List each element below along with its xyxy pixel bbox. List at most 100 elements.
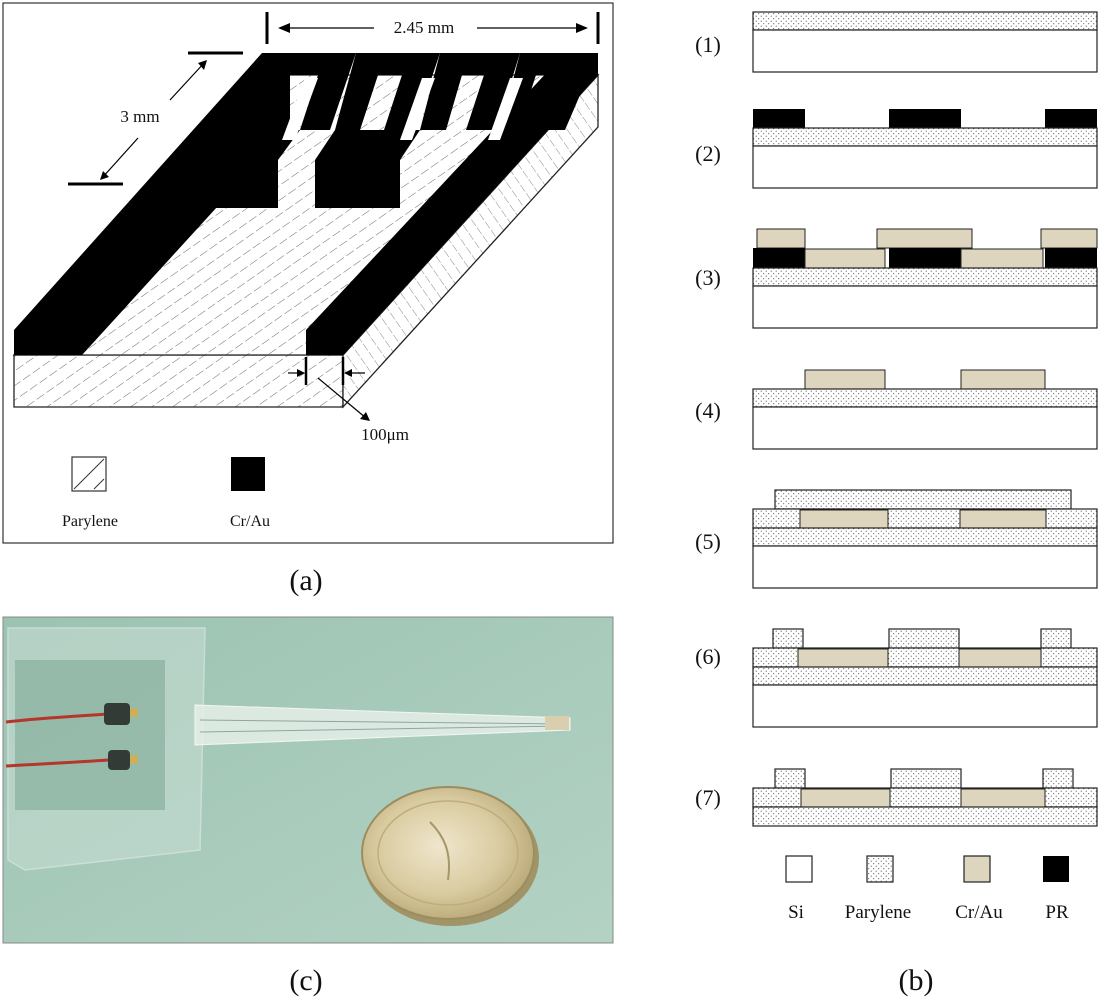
cr-au-layer — [756, 228, 806, 249]
coin-rim — [377, 800, 519, 906]
cr-au-layer — [958, 648, 1042, 668]
electrode-serpentine-4 — [500, 53, 598, 130]
parylene-layer — [752, 11, 1098, 31]
dim-gap-leader — [317, 377, 367, 419]
cr-au-layer — [959, 509, 1047, 529]
parylene-block — [774, 768, 806, 789]
electrode-pad-left — [208, 160, 278, 208]
solder-top — [130, 708, 138, 717]
dim-length-arrow-bottom — [100, 171, 109, 180]
white-square-icon — [785, 855, 813, 883]
step-5 — [752, 489, 1098, 589]
cr-au-layer — [960, 369, 1046, 390]
dim-length-arrow-top — [198, 60, 207, 70]
step-label-5: (5) — [695, 529, 721, 554]
legend-b-label-0: Si — [788, 902, 804, 923]
electrode-serpentine-1 — [262, 53, 356, 130]
film-tint — [15, 660, 165, 810]
slab-front-face — [13, 354, 344, 408]
dim-length-line-bottom — [101, 137, 139, 179]
serpentine-slit-2 — [400, 78, 435, 140]
cr-au-layer — [1040, 228, 1098, 249]
parylene-block — [890, 768, 962, 789]
si-substrate — [752, 29, 1098, 73]
dim-length-line-top — [169, 61, 206, 101]
si-substrate — [752, 545, 1098, 589]
panel-c: (c) — [2, 616, 614, 997]
si-substrate — [752, 684, 1098, 728]
probe-trace-top — [199, 719, 566, 725]
parylene-layer — [752, 388, 1098, 408]
cr-au-layer — [876, 228, 973, 249]
connector-bottom — [108, 750, 130, 770]
parylene-layer — [752, 127, 1098, 147]
probe-tip-electrode — [545, 716, 569, 730]
wire-bottom — [5, 758, 109, 768]
caption-b: (b) — [899, 964, 934, 997]
legend-b-label-1: Parylene — [845, 902, 911, 923]
cr-au-layer — [799, 509, 889, 529]
caption-a: (a) — [289, 564, 322, 597]
step-label-4: (4) — [695, 398, 721, 423]
dim-length-label: 3 mm — [120, 107, 159, 126]
step-label-2: (2) — [695, 141, 721, 166]
parylene-block — [772, 628, 804, 649]
photoresist-block — [889, 109, 961, 128]
si-substrate — [752, 406, 1098, 450]
hatched-square-icon-corner — [93, 478, 105, 490]
film-substrate — [7, 627, 206, 871]
step-label-7: (7) — [695, 785, 721, 810]
parylene-block — [888, 628, 960, 649]
photoresist-block — [753, 248, 805, 268]
cr-au-layer — [797, 648, 889, 668]
dim-width-label: 2.45 mm — [394, 18, 454, 37]
probe-trace-bottom — [199, 725, 566, 733]
electrode-pad-left-top — [208, 130, 300, 160]
step-4 — [752, 369, 1098, 450]
connector-top — [104, 703, 130, 725]
parylene-layer — [752, 527, 1098, 547]
cr-au-layer — [960, 788, 1046, 808]
serpentine-slit-1 — [282, 78, 318, 140]
dotted-square-icon — [866, 855, 894, 883]
black-square-icon — [1043, 856, 1069, 882]
step-1 — [752, 11, 1098, 73]
step-6 — [752, 628, 1098, 728]
photoresist-block — [1045, 109, 1097, 128]
dim-gap-label: 100μm — [361, 425, 409, 444]
cr-au-layer — [804, 248, 886, 269]
parylene-layer — [752, 806, 1098, 827]
probe-strip — [194, 704, 571, 746]
solder-bottom — [130, 755, 138, 764]
cr-au-layer — [960, 248, 1044, 269]
cr-au-layer — [800, 788, 891, 808]
photoresist-block — [889, 248, 961, 268]
electrode-left-lead — [14, 53, 290, 355]
hatched-square-icon-diagonal — [73, 458, 105, 490]
parylene-block — [1040, 628, 1072, 649]
tan-square-icon — [963, 855, 991, 883]
serpentine-slit-3 — [488, 78, 523, 140]
electrode-pad-right — [315, 160, 400, 208]
dim-gap-arrow-left — [297, 369, 305, 377]
step-2 — [752, 109, 1098, 189]
si-substrate — [752, 285, 1098, 329]
legend-b-label-2: Cr/Au — [955, 902, 1003, 923]
dim-gap-leader-arrow — [360, 412, 370, 421]
electrode-right-lead — [306, 53, 598, 355]
electrode-serpentine-3 — [420, 53, 520, 130]
coin-relief — [429, 821, 450, 881]
legend-a-label-0: Parylene — [62, 513, 118, 530]
dim-width-arrow-right — [576, 23, 588, 33]
step-label-1: (1) — [695, 32, 721, 57]
legend-b-label-3: PR — [1045, 902, 1069, 923]
black-square-icon — [231, 457, 265, 491]
step-label-3: (3) — [695, 265, 721, 290]
step-7 — [752, 768, 1098, 827]
parylene-block — [1042, 768, 1074, 789]
panel-a: 2.45 mm 3 mm 100μm Parylene Cr/Au (a) — [2, 2, 614, 597]
dim-gap-arrow-right — [344, 369, 352, 377]
electrode-pad-right-top — [315, 130, 420, 160]
